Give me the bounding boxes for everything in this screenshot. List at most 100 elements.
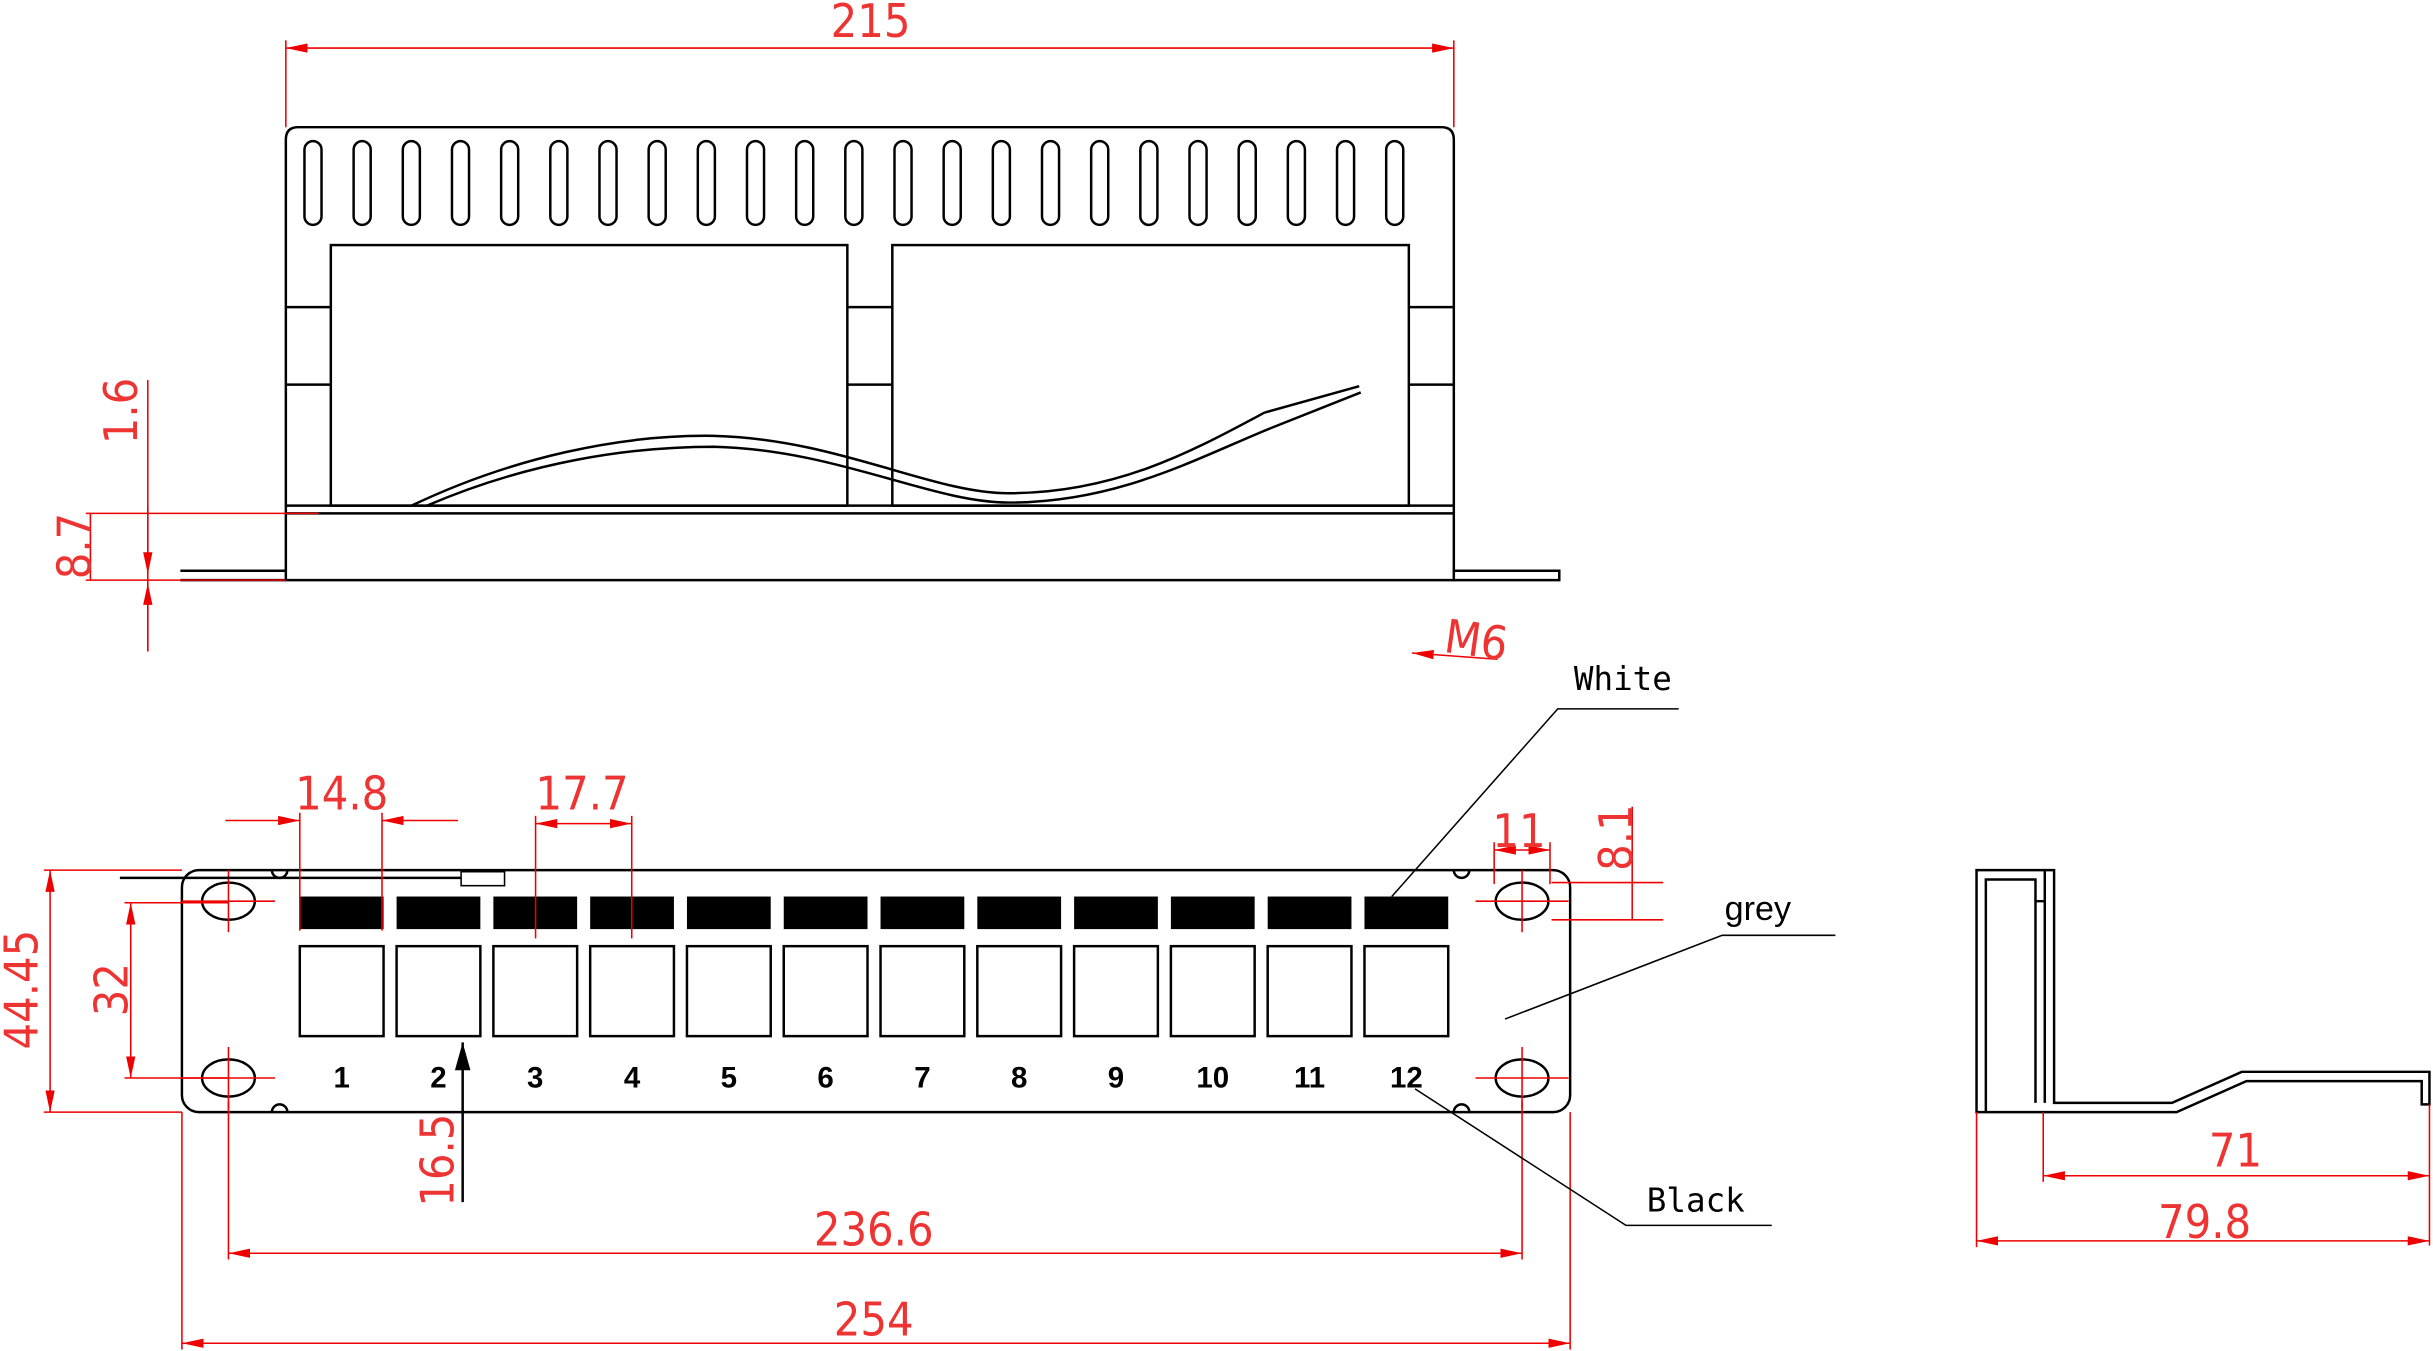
vent-slot: [844, 139, 864, 227]
dimension-8.7: 8.7: [47, 512, 319, 581]
top-view: 215 1.6 8.7 M6: [47, 0, 1561, 671]
vent-slot: [1139, 139, 1159, 227]
dim-label: 17.7: [536, 767, 629, 821]
dim-label: 1.6: [94, 378, 148, 445]
port-number: 2: [430, 1061, 446, 1094]
port-number: 1: [333, 1061, 349, 1094]
dim-label: 44.45: [0, 930, 49, 1050]
port: 8: [976, 896, 1063, 1094]
port: 5: [685, 896, 772, 1094]
label-strip: [880, 896, 965, 930]
dim-label: 215: [831, 0, 911, 48]
keystone-opening: [1072, 944, 1160, 1038]
dim-label: M6: [1441, 609, 1511, 671]
port-number: 3: [527, 1061, 543, 1094]
dimension-32: 32: [85, 901, 229, 1079]
keystone-opening: [782, 944, 869, 1038]
dim-label: 254: [834, 1292, 914, 1346]
dim-label: 8.1: [1589, 804, 1643, 871]
port: 1: [298, 896, 385, 1094]
dimension-79.8: 79.8: [1975, 1112, 2430, 1249]
port-number: 5: [721, 1061, 737, 1094]
vent-slot: [991, 139, 1012, 227]
keystone-opening: [1363, 944, 1450, 1038]
vent-slot: [549, 139, 569, 227]
cable: [410, 385, 1362, 507]
dim-label: 11: [1492, 804, 1545, 858]
keystone-opening: [976, 944, 1063, 1038]
port-number: 4: [624, 1061, 641, 1094]
mounting-hole: [1475, 870, 1569, 933]
callout-label: Black: [1647, 1181, 1745, 1219]
vent-slot: [450, 139, 471, 227]
dim-label: 236.6: [814, 1203, 934, 1257]
label-strip: [977, 896, 1062, 930]
vent-slot: [303, 139, 323, 227]
keystone-opening: [879, 944, 966, 1038]
port: 6: [782, 896, 869, 1094]
label-strip: [299, 896, 384, 930]
keystone-opening: [298, 944, 385, 1038]
label-strip: [783, 896, 868, 930]
dim-label: 8.7: [47, 513, 101, 580]
vent-slot: [499, 139, 520, 227]
dimension-8.1: 8.1: [1551, 804, 1664, 921]
dim-label: 71: [2209, 1123, 2262, 1177]
port: 12: [1363, 896, 1450, 1094]
dim-label: 79.8: [2158, 1195, 2251, 1249]
vent-slot: [1384, 139, 1405, 227]
dim-label: 16.5: [410, 1114, 464, 1207]
dimension-71: 71: [2042, 1104, 2431, 1246]
callout-label: grey: [1725, 890, 1791, 928]
vent-slot: [1237, 139, 1257, 227]
dimension-14.8: 14.8: [225, 767, 459, 931]
dimension-17.7: 17.7: [534, 767, 633, 939]
dimension-11: 11: [1492, 804, 1551, 885]
side-bracket-view: 71 79.8: [1975, 868, 2431, 1249]
vent-slot: [1335, 139, 1356, 227]
port-number: 12: [1390, 1061, 1423, 1094]
vent-slot: [1089, 139, 1110, 227]
mounting-hole: [1475, 1046, 1569, 1110]
dimension-215: 215: [285, 0, 1455, 128]
label-strip: [396, 896, 481, 930]
dimension-236.6: 236.6: [227, 1101, 1523, 1260]
thread-callout: M6: [1411, 609, 1511, 671]
label-strip: [686, 896, 771, 930]
vent-slot: [696, 139, 717, 227]
vent-slot: [745, 139, 766, 227]
keystone-opening: [492, 944, 579, 1038]
vent-slot: [598, 139, 618, 227]
dimension-254: 254: [181, 1112, 1571, 1350]
port: 7: [879, 896, 966, 1094]
vent-slot: [893, 139, 913, 227]
callout-black: Black: [1414, 1088, 1772, 1227]
vent-slot: [1286, 139, 1307, 227]
dim-label: 14.8: [295, 767, 388, 821]
keystone-opening: [588, 944, 676, 1038]
port-number: 6: [817, 1061, 833, 1094]
keystone-opening: [685, 944, 772, 1038]
port-number: 10: [1196, 1061, 1229, 1094]
keystone-opening: [1266, 944, 1353, 1038]
port-number: 11: [1294, 1061, 1325, 1094]
port: 11: [1266, 896, 1353, 1094]
mounting-hole: [181, 870, 275, 933]
port: 9: [1072, 896, 1160, 1094]
label-strip: [1267, 896, 1352, 930]
callout-grey: grey: [1504, 890, 1836, 1020]
mounting-holes: [181, 870, 1569, 1110]
vent-slot: [1040, 139, 1061, 227]
label-strip: [1170, 896, 1255, 930]
dimension-16.5: 16.5: [410, 1114, 464, 1207]
callout-label: White: [1574, 660, 1672, 698]
port-number: 9: [1108, 1061, 1124, 1094]
port: 2: [395, 896, 482, 1094]
vent-slots: [303, 139, 1405, 227]
dimension-1.6: 1.6: [94, 378, 153, 652]
callout-white: White: [1391, 660, 1679, 898]
keystone-opening: [395, 944, 482, 1038]
